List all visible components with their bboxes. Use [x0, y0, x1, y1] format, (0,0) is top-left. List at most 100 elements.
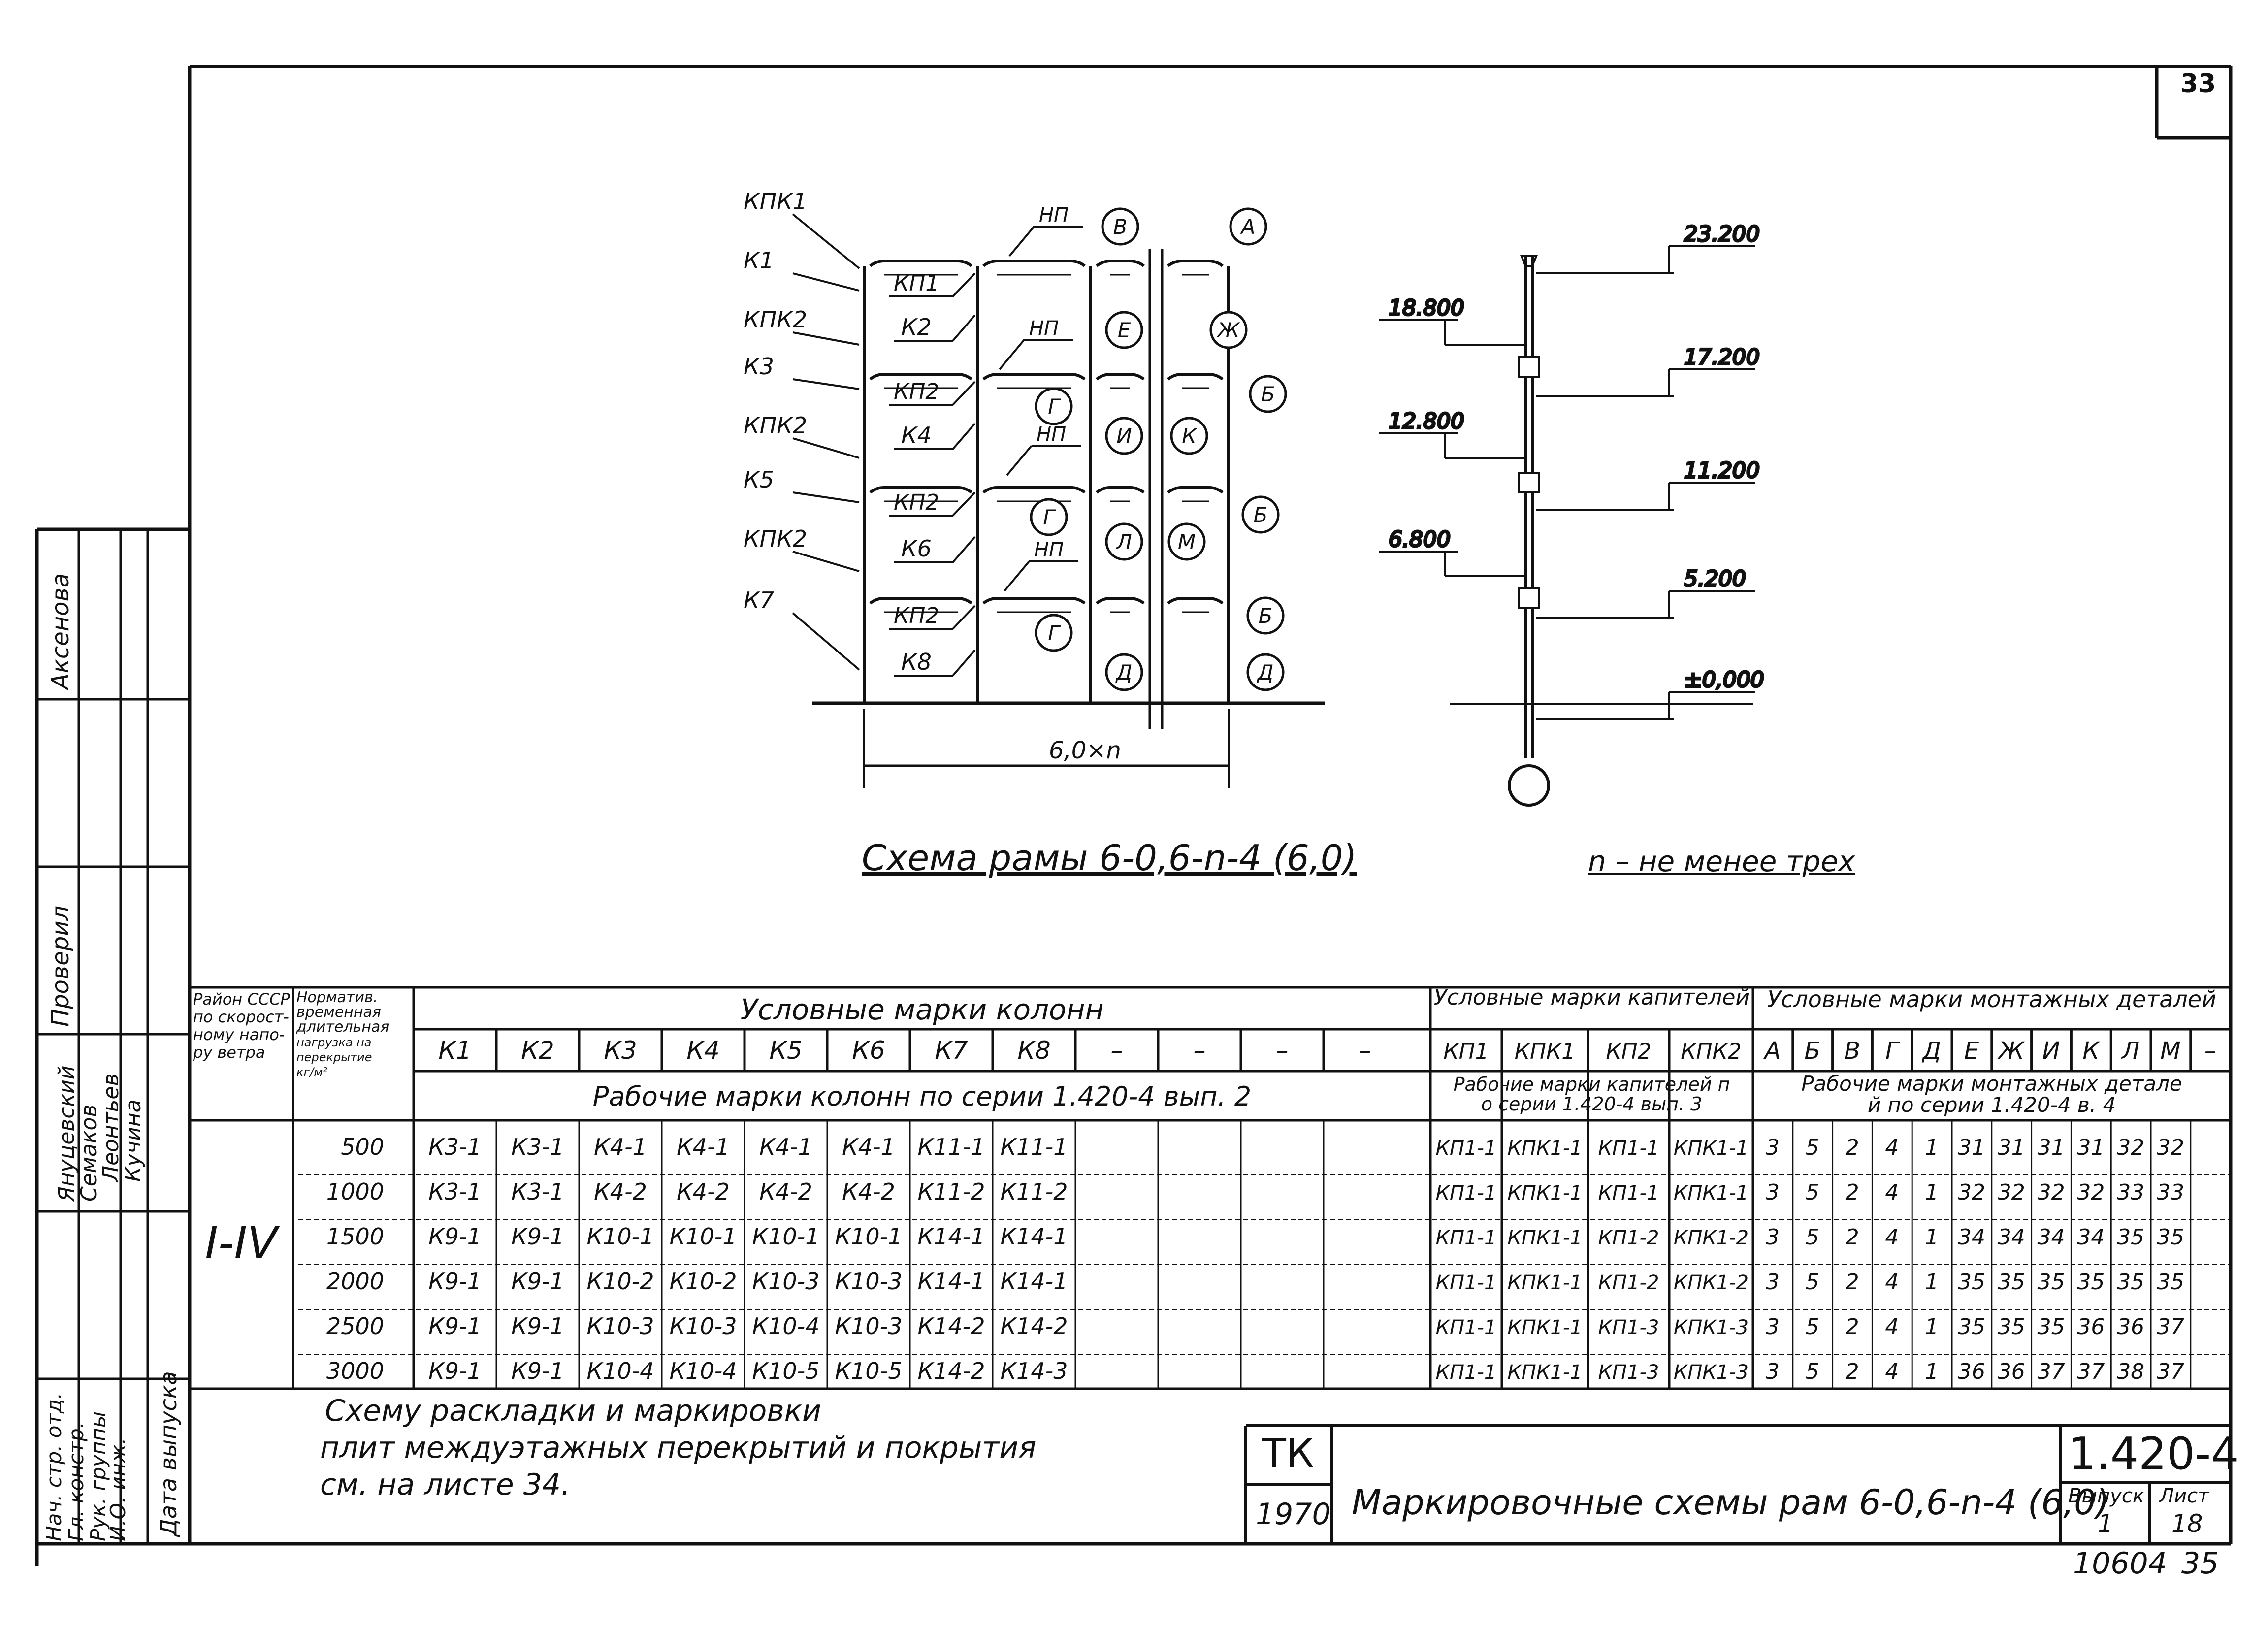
head-load: Норматив.	[296, 989, 378, 1006]
sub-capitals-title-2: о серии 1.420-4 вып. 3	[1481, 1093, 1703, 1115]
capital-mark: КПК1	[1515, 1039, 1576, 1064]
detail-circle	[1030, 498, 1068, 536]
marks-table-grid	[190, 986, 2231, 1390]
capital-label: КП2	[894, 379, 939, 404]
detail-cell: 4	[1885, 1270, 1899, 1295]
detail-cell: 5	[1806, 1314, 1819, 1339]
left-label: КПК1	[744, 188, 807, 215]
detail-circle-label: Б	[1254, 503, 1268, 527]
detail-cell: 3	[1766, 1270, 1780, 1295]
head-region: ному напо-	[193, 1025, 285, 1044]
capital-cell: КП1-1	[1598, 1182, 1659, 1205]
detail-cell: 1	[1925, 1225, 1939, 1250]
detail-mark: Д	[1921, 1037, 1941, 1065]
stamp-name-4: Кучина	[121, 1099, 146, 1182]
stamp-role-4: И.О. инж.	[106, 1437, 130, 1541]
detail-cell: 3	[1766, 1180, 1780, 1205]
column-joint	[1518, 587, 1540, 609]
sub-capitals-title: Рабочие марки капителей п	[1454, 1074, 1730, 1095]
column-elevation	[1450, 256, 1753, 807]
detail-mark: В	[1844, 1037, 1860, 1065]
beam-label: НП	[1034, 539, 1064, 561]
detail-cell: 37	[2157, 1359, 2184, 1384]
detail-mark: И	[2042, 1037, 2060, 1065]
detail-cell: 5	[1806, 1225, 1819, 1250]
head-region: по скорост-	[193, 1008, 289, 1026]
detail-cell: 2	[1846, 1359, 1859, 1384]
column-mark: К8	[1017, 1036, 1050, 1065]
column-cell: К10-2	[669, 1268, 737, 1295]
detail-cell: 35	[2157, 1270, 2184, 1295]
leader	[952, 536, 976, 563]
column-cell: К14-2	[917, 1358, 985, 1384]
beam-label: НП	[1029, 317, 1059, 340]
level-label: ±0,000	[1684, 667, 1764, 692]
slab-1	[982, 373, 1086, 381]
detail-cell: 2	[1846, 1135, 1859, 1160]
detail-cell: 2	[1846, 1314, 1859, 1339]
detail-mark: Е	[1964, 1037, 1979, 1065]
detail-cell: 4	[1885, 1135, 1899, 1160]
capital-cell: КП1-2	[1598, 1227, 1659, 1249]
capital-cell: КП1-1	[1436, 1271, 1497, 1294]
stamp-role-2: Гл. констр.	[64, 1421, 88, 1541]
detail-cell: 34	[1958, 1225, 1985, 1250]
detail-mark: Г	[1885, 1037, 1900, 1065]
level-label: 17.200	[1684, 345, 1760, 370]
sheet-number: 18	[2171, 1509, 2203, 1538]
detail-circle	[1105, 522, 1143, 561]
level-label: 5.200	[1684, 566, 1746, 591]
column-cell: К4-2	[677, 1178, 730, 1205]
detail-cell: 31	[2077, 1135, 2105, 1160]
column-cell: К14-1	[917, 1268, 985, 1295]
slab-2	[982, 486, 1086, 494]
detail-cell: 35	[2038, 1270, 2065, 1295]
detail-cell: 32	[2117, 1135, 2144, 1160]
slab-1	[1167, 373, 1224, 381]
left-label: К3	[744, 353, 774, 380]
detail-circle	[1105, 417, 1143, 455]
detail-circle-label: Е	[1118, 318, 1131, 342]
column-cell: К4-1	[677, 1134, 730, 1160]
column-cell: К9-1	[511, 1313, 564, 1339]
column-cell: К10-3	[835, 1268, 902, 1295]
note-line-1: Схему раскладки и маркировки	[325, 1394, 821, 1428]
detail-cell: 34	[2077, 1225, 2105, 1250]
column-cell: К9-1	[428, 1313, 482, 1339]
column-cell: К4-2	[759, 1178, 812, 1205]
detail-circle-label: Б	[1259, 604, 1273, 628]
dimension-label: 6,0×n	[1049, 737, 1121, 764]
column-cell: К14-1	[1000, 1268, 1068, 1295]
detail-cell: 4	[1885, 1314, 1899, 1339]
column-cell: К9-1	[511, 1358, 564, 1384]
note-line-2: плит междуэтажных перекрытий и покрытия	[320, 1431, 1037, 1465]
level-label: 11.200	[1684, 458, 1760, 483]
capital-cell: КПК1-1	[1507, 1227, 1582, 1249]
leader	[952, 423, 976, 450]
detail-cell: 1	[1925, 1270, 1939, 1295]
column-cell: К14-2	[1000, 1313, 1068, 1339]
group-columns-title: Условные марки колонн	[741, 993, 1104, 1026]
load-value: 1000	[326, 1178, 384, 1205]
detail-cell: 36	[2117, 1314, 2144, 1339]
detail-mark: Л	[2121, 1037, 2139, 1065]
archive-page: 35	[2181, 1546, 2219, 1581]
leader	[1008, 226, 1035, 257]
beam-label: НП	[1039, 204, 1069, 227]
column-cell: К11-2	[917, 1178, 985, 1205]
capital-label: КП2	[894, 490, 939, 515]
leader	[792, 272, 860, 292]
leader	[792, 437, 860, 459]
column-label: К4	[901, 422, 932, 449]
column-cell: К4-2	[594, 1178, 647, 1205]
sub-details-title: Рабочие марки монтажных детале	[1801, 1072, 2182, 1096]
detail-mark: Б	[1804, 1037, 1820, 1065]
detail-cell: 32	[2157, 1135, 2184, 1160]
leader	[952, 314, 976, 342]
leader	[1004, 560, 1030, 592]
detail-cell: 5	[1806, 1359, 1819, 1384]
capital-cell: КП1-1	[1436, 1361, 1497, 1384]
column-cell: К10-3	[752, 1268, 819, 1295]
capital-cell: КП1-1	[1436, 1182, 1497, 1205]
detail-circle	[1249, 375, 1287, 413]
